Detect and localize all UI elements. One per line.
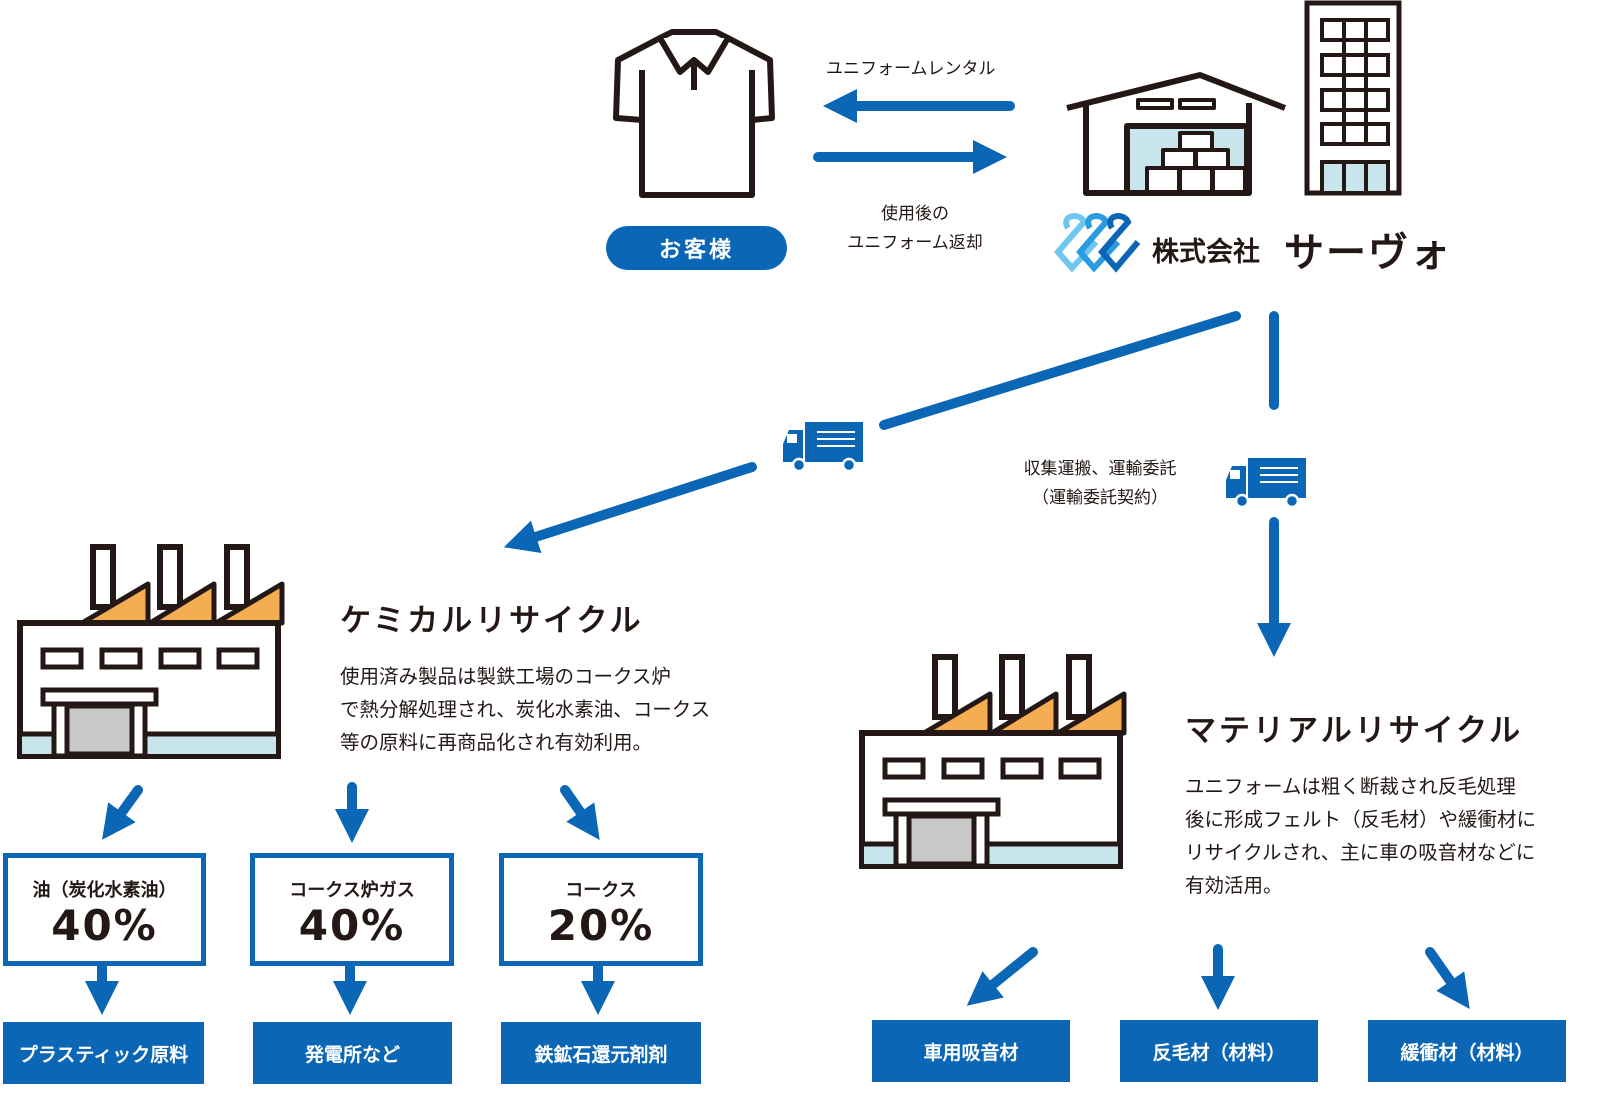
product-box-oil: 油（炭化水素油） 40% [3,853,206,966]
warehouse-icon [1066,72,1287,196]
description-line: で熱分解処理され、炭化水素油、コークス [340,698,711,721]
line-to-chemical [879,311,1241,430]
company-name: サーヴォ [1284,230,1452,276]
use-box-plastic: プラスティック原料 [3,1022,204,1084]
use-box-cushion: 緩衝材（材料） [1368,1020,1566,1082]
company-logo-mark [1054,213,1141,273]
product-percent: 40% [51,901,158,950]
product-percent: 20% [547,901,655,950]
customer-badge: お客様 [606,226,787,270]
arrow-to-chemical [503,462,757,553]
truck-icon [1224,456,1308,509]
description-line: 後に形成フェルト（反毛材）や緩衝材に [1185,808,1537,831]
rental-label: ユニフォームレンタル [826,59,996,79]
description-line: 使用済み製品は製鉄工場のコークス炉 [340,665,671,688]
use-box-recycled-fiber: 反毛材（材料） [1120,1020,1318,1082]
shirt-icon [613,29,775,198]
chemical-description: 使用済み製品は製鉄工場のコークス炉 で熱分解処理され、炭化水素油、コークス 等の… [340,660,710,759]
description-line: 有効活用。 [1185,874,1283,897]
transport-label: 収集運搬、運輸委託 （運輸委託契約） [1000,455,1200,513]
truck-icon [781,420,865,473]
factory-icon-chemical [20,547,282,756]
factory-icon-material [862,657,1124,866]
use-box-iron: 鉄鉱石還元剤剤 [501,1022,701,1084]
description-line: 等の原料に再商品化され有効利用。 [340,731,653,754]
return-label: 使用後の ユニフォーム返却 [830,200,1000,258]
transport-line: 収集運搬、運輸委託 [1023,459,1177,479]
product-box-coke: コークス 20% [499,853,703,966]
description-line: リサイクルされ、主に車の吸音材などに [1185,841,1536,864]
use-box-power: 発電所など [253,1022,452,1084]
product-label: コークス炉ガス [289,880,415,901]
chemical-title: ケミカルリサイクル [340,603,644,639]
product-label: コークス [565,880,637,901]
product-label: 油（炭化水素油） [32,880,177,901]
return-label-line: ユニフォーム返却 [847,233,983,253]
office-building-icon [1304,0,1402,196]
material-title: マテリアルリサイクル [1185,713,1524,749]
transport-line: （運輸委託契約） [1032,488,1168,508]
use-box-sound-absorber: 車用吸音材 [872,1020,1070,1082]
flow-arrows [84,88,1470,1016]
description-line: ユニフォームは粗く断裁され反毛処理 [1185,775,1516,798]
material-description: ユニフォームは粗く断裁され反毛処理 後に形成フェルト（反毛材）や緩衝材に リサイ… [1185,770,1536,902]
product-percent: 40% [298,901,406,950]
return-label-line: 使用後の [881,204,949,224]
product-box-coke-gas: コークス炉ガス 40% [250,853,454,966]
company-prefix: 株式会社 [1152,237,1260,268]
